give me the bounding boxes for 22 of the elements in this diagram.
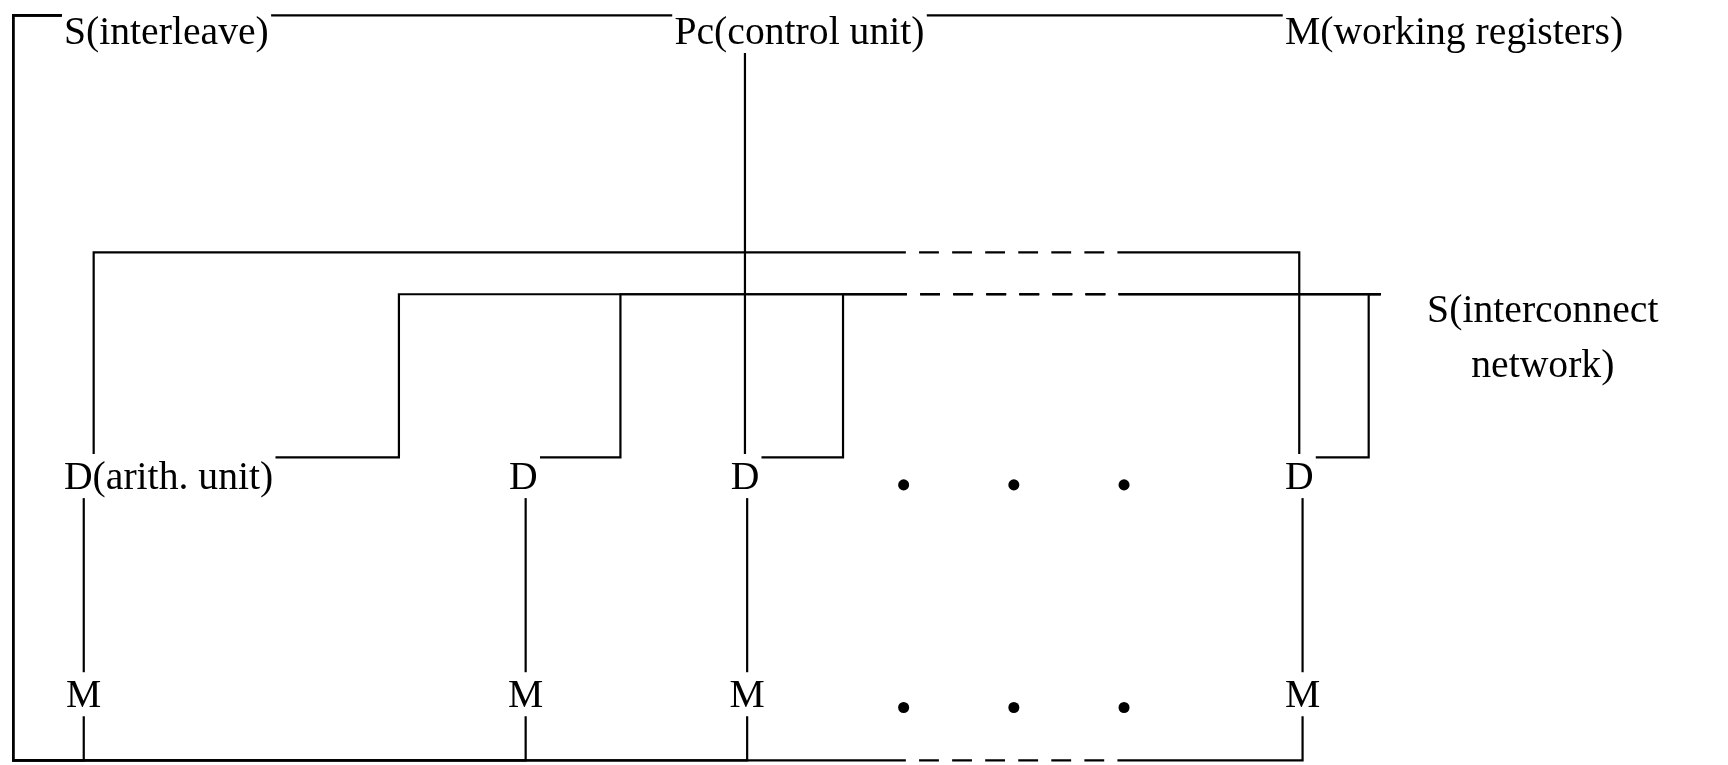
connector-line xyxy=(1301,498,1304,673)
node-label: M(working registers) xyxy=(1284,8,1624,53)
connector-line xyxy=(524,498,527,673)
connector-line xyxy=(82,498,85,673)
connector-line xyxy=(271,14,673,17)
node-label: D xyxy=(1284,454,1314,499)
connector-line xyxy=(92,251,1301,454)
connector-line xyxy=(746,498,749,673)
connector-line xyxy=(12,14,1304,762)
connector-line xyxy=(1315,293,1381,459)
node-label: S(interleave) xyxy=(63,8,269,53)
node-label: S(interconnect network) xyxy=(1383,281,1703,392)
node-label: D(arith. unit) xyxy=(63,454,274,499)
node-label: D xyxy=(730,454,760,499)
node-label: D xyxy=(509,454,538,499)
connector-line xyxy=(743,52,747,454)
node-label: Pc(control unit) xyxy=(674,8,925,53)
connector-line xyxy=(926,14,1283,17)
node-label: M xyxy=(66,672,102,717)
node-label: M xyxy=(729,672,765,717)
node-label: M xyxy=(508,672,544,717)
node-label: M xyxy=(1284,672,1321,717)
